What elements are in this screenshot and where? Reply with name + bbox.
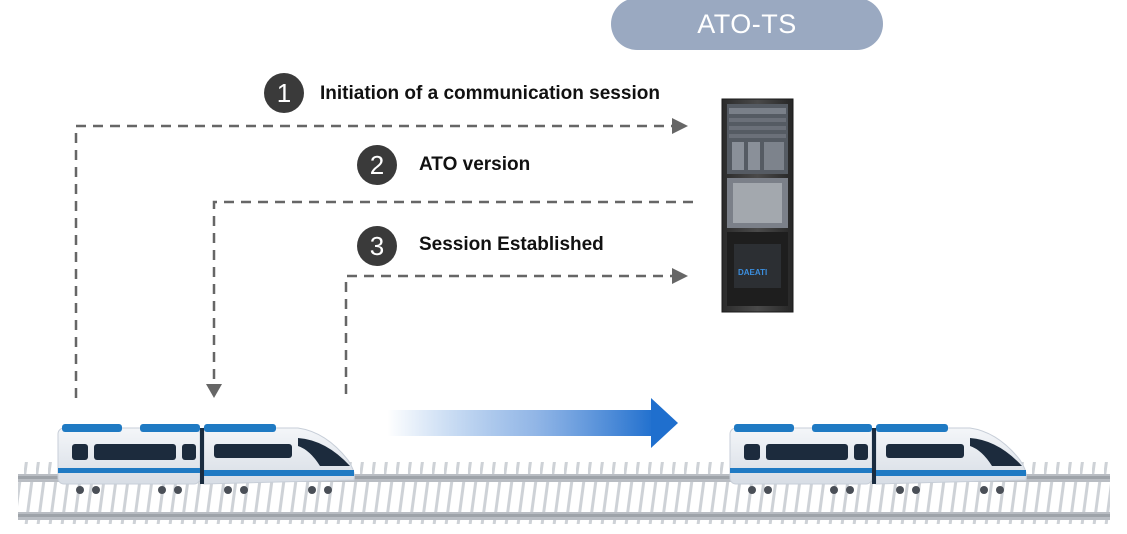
arrow-head-step-1 <box>672 118 688 134</box>
train-icon <box>57 424 355 494</box>
step-3-number: 3 <box>357 226 397 266</box>
arrow-head-step-3 <box>672 268 688 284</box>
server-brand: DAEATI <box>738 268 767 277</box>
step-3-label: Session Established <box>419 234 604 255</box>
message-arrows <box>74 124 693 398</box>
step-2-number: 2 <box>357 145 397 185</box>
ato-ts-header: ATO-TS <box>611 0 883 50</box>
arrow-head-step-2 <box>206 384 222 398</box>
direction-arrow-icon <box>387 398 678 448</box>
step-1-number: 1 <box>264 73 304 113</box>
server-rack-icon: DAEATI <box>721 98 794 313</box>
step-2-label: ATO version <box>419 154 531 175</box>
arrow-step-1 <box>74 124 674 398</box>
train-icon-destination <box>729 424 1027 494</box>
step-1-label: Initiation of a communication session <box>320 83 660 104</box>
arrow-step-3 <box>344 274 674 394</box>
arrow-step-2 <box>212 200 693 385</box>
